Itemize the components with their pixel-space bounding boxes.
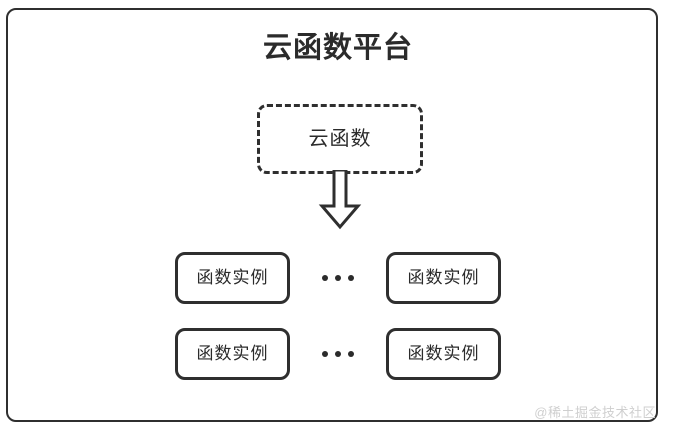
cloud-function-label: 云函数 xyxy=(308,128,372,150)
dot-1 xyxy=(322,275,328,281)
function-instance-label: 函数实例 xyxy=(407,268,480,287)
function-instance-label: 函数实例 xyxy=(407,344,480,363)
instance-row-1: 函数实例 函数实例 xyxy=(0,252,676,304)
platform-title: 云函数平台 xyxy=(262,32,413,64)
cloud-function-node: 云函数 xyxy=(257,104,423,174)
dot-3 xyxy=(348,275,354,281)
ellipsis-dots-icon xyxy=(290,328,386,380)
ellipsis-dots-icon xyxy=(290,252,386,304)
function-instance-box: 函数实例 xyxy=(175,328,290,380)
dot-2 xyxy=(335,275,341,281)
dot-2 xyxy=(335,351,341,357)
function-instance-box: 函数实例 xyxy=(386,252,501,304)
dot-3 xyxy=(348,351,354,357)
function-instance-label: 函数实例 xyxy=(196,268,269,287)
function-instance-box: 函数实例 xyxy=(386,328,501,380)
watermark: @稀土掘金技术社区 xyxy=(534,405,656,420)
dot-1 xyxy=(322,351,328,357)
function-instance-label: 函数实例 xyxy=(196,344,269,363)
function-instance-box: 函数实例 xyxy=(175,252,290,304)
instance-row-2: 函数实例 函数实例 xyxy=(0,328,676,380)
arrow-down-block-icon xyxy=(318,168,362,230)
